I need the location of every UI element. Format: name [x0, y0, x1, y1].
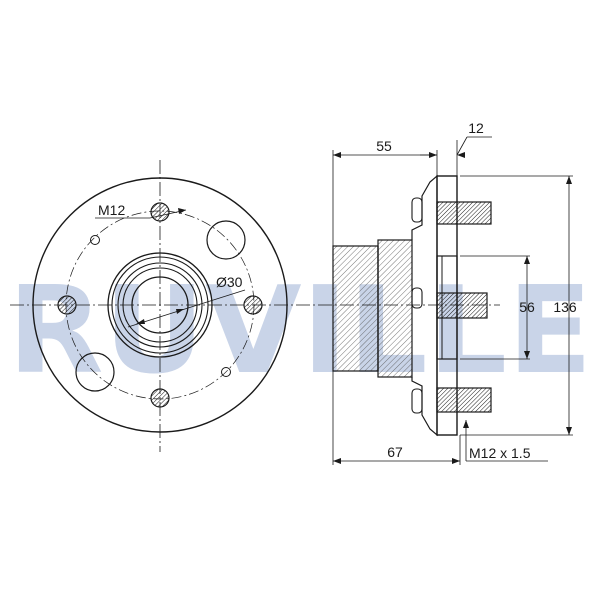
dim-label-67: 67 — [387, 444, 403, 460]
arrow-67-left — [333, 458, 341, 464]
arrow-136-top — [566, 176, 572, 184]
bore-diameter-label: Ø30 — [216, 274, 243, 290]
small-hole-upper-left — [90, 235, 100, 245]
arrow-56-bottom — [524, 351, 530, 359]
flange-boss-bottom — [411, 388, 423, 414]
hub-ring-3 — [117, 262, 203, 348]
arrow-55-right — [429, 152, 437, 158]
dim-12-leader — [456, 136, 468, 156]
arrow-55-left — [333, 152, 341, 158]
bore-diameter-leader — [127, 289, 246, 328]
hub-bearing-section — [377, 239, 413, 378]
hub-ring-2 — [111, 256, 209, 354]
side-view — [318, 136, 573, 465]
small-hole-lower-right — [221, 367, 231, 377]
arrow-67-right — [452, 458, 460, 464]
wheel-stud-side-top — [436, 201, 492, 225]
wheel-stud-top — [150, 202, 170, 222]
bore-circle — [131, 276, 189, 334]
flange-boss-top — [411, 197, 423, 223]
hub-body — [332, 245, 379, 372]
arrow-136-bottom — [566, 427, 572, 435]
dim-label-stud-thread: M12 x 1.5 — [469, 445, 531, 461]
wheel-stud-side-bottom — [436, 387, 492, 413]
dim-label-12: 12 — [468, 120, 484, 136]
ruville-watermark-logo: RUVILLE — [8, 262, 593, 401]
lightening-hole-lower-left — [75, 352, 115, 392]
watermark-text: RUVILLE — [8, 262, 593, 401]
dim-label-56: 56 — [519, 299, 535, 315]
wheel-stud-right — [243, 295, 263, 315]
lightening-hole-upper-right — [206, 220, 246, 260]
bore-diameter-arrow-left — [136, 319, 145, 324]
flange-outer-circle — [32, 177, 288, 433]
arrow-12-right — [457, 152, 465, 158]
front-view — [10, 160, 318, 452]
wheel-stud-left — [57, 295, 77, 315]
stud-thread-label: M12 — [98, 202, 125, 218]
hub-ring-outer — [107, 252, 213, 358]
wheel-stud-side-middle — [436, 292, 488, 319]
dim-label-136: 136 — [553, 299, 577, 315]
flange-boss-middle — [411, 287, 423, 309]
dimension-arrowheads — [333, 152, 572, 464]
stud-thread-leader-arrow — [178, 208, 186, 214]
arrow-56-top — [524, 256, 530, 264]
bore-diameter-arrow-right — [176, 309, 184, 314]
arrow-stud-spec — [463, 420, 469, 428]
wheel-stud-bottom — [150, 388, 170, 408]
dim-label-55: 55 — [376, 138, 392, 154]
